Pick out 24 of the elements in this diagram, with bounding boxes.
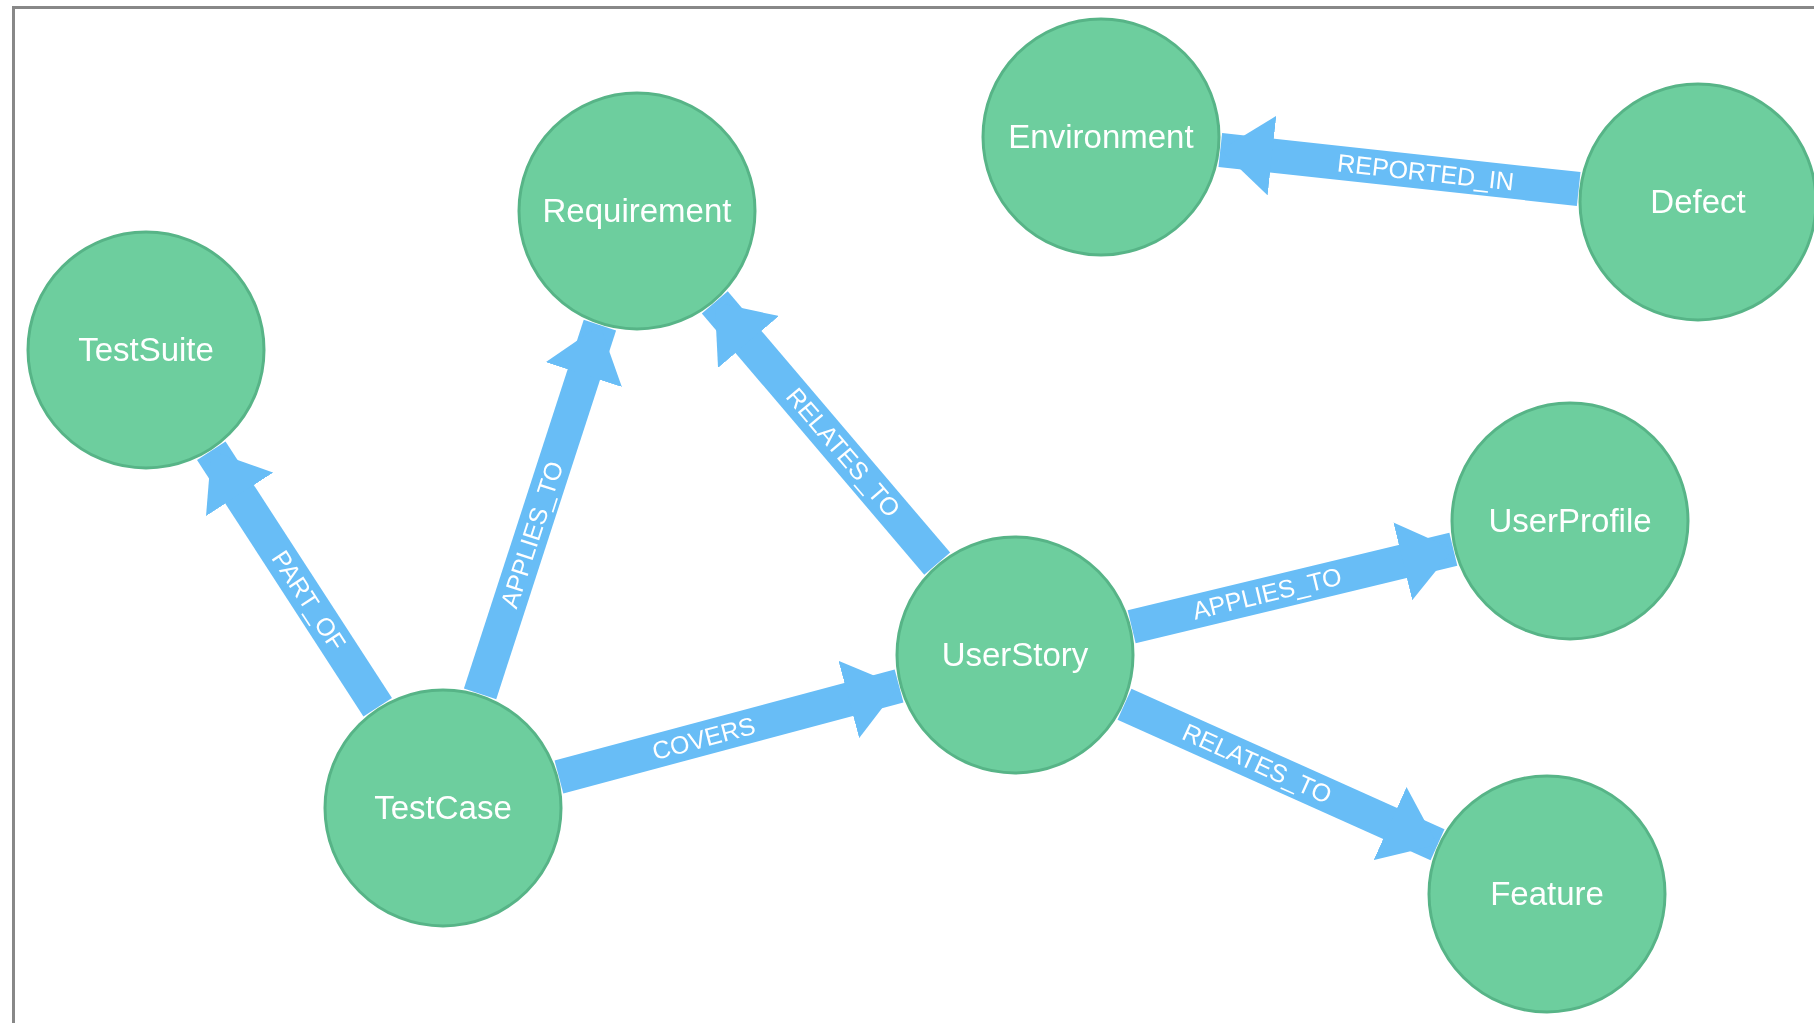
node-label: Requirement	[542, 192, 732, 230]
node-label: TestCase	[374, 789, 512, 827]
node-label: UserStory	[941, 636, 1089, 674]
arrow	[1117, 688, 1445, 861]
node-label: TestSuite	[78, 331, 214, 369]
node-circle	[1450, 401, 1690, 641]
node-circle	[517, 91, 757, 331]
node-label: Feature	[1490, 875, 1604, 913]
node-label: UserProfile	[1488, 502, 1652, 540]
node-label: Defect	[1650, 183, 1746, 221]
arrow	[1127, 522, 1458, 644]
edge-label: COVERS	[648, 709, 759, 767]
node-circle	[981, 17, 1221, 257]
node-circle	[26, 230, 266, 470]
arrow	[1218, 115, 1581, 206]
node-label: Environment	[1008, 118, 1194, 156]
node-circle	[895, 535, 1135, 775]
edge-label: REPORTED_IN	[1335, 147, 1516, 198]
node-circle	[323, 688, 563, 928]
arrow	[197, 441, 392, 717]
node-circle	[1427, 774, 1667, 1014]
arrow	[701, 291, 951, 575]
arrow	[463, 319, 622, 700]
arrow	[554, 660, 904, 794]
